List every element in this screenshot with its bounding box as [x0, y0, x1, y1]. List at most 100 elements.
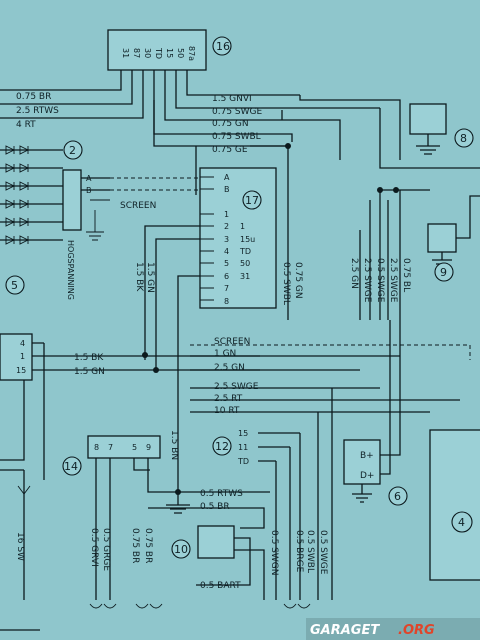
wire-label: 0.5 BART: [200, 581, 241, 591]
wire-label: 0.5 GRGE: [101, 528, 111, 571]
wire-label: 0.5 RTWS: [200, 489, 243, 499]
ground-symbol: [86, 199, 110, 241]
component-2-box: [62, 169, 82, 231]
component-10-circle: [171, 539, 191, 559]
wire-label: 1.5 GNVI: [212, 94, 252, 104]
connector-symbol: [17, 485, 31, 495]
pin-label: 87a: [187, 46, 196, 61]
wire-label: 2.5 RT: [214, 394, 243, 404]
ground-symbol: [432, 252, 452, 269]
wire-routing: [148, 507, 265, 529]
component-4-number: 4: [458, 516, 465, 529]
component-17-box: [199, 167, 277, 309]
wire-routing: [95, 458, 270, 600]
component-17-number: 17: [245, 194, 259, 207]
component-6-number: 6: [394, 490, 401, 503]
component-9-circle: [434, 262, 454, 282]
pin-label: 87: [132, 48, 141, 58]
component-14-number: 14: [64, 460, 78, 473]
ground-symbol: [416, 134, 440, 155]
screen-wire: [110, 177, 200, 191]
wire-label: 1.5 BK: [134, 262, 144, 292]
pin-label: 15: [16, 366, 26, 375]
component-3-box: [0, 333, 33, 381]
component-6-box: [343, 439, 381, 485]
pin-label: 1: [20, 352, 25, 361]
glow-plug-bank: [0, 145, 63, 245]
wire-label: 2.5 RTWS: [16, 106, 59, 116]
wire-label: 1 GN: [214, 349, 236, 359]
wire-label: 16 SW: [15, 532, 25, 561]
wire-routing: [275, 388, 333, 600]
pin-label: 5: [224, 259, 229, 268]
ground-symbol: [166, 430, 190, 514]
component-16-circle: [212, 36, 232, 56]
pin-label: 9: [146, 443, 151, 452]
pin-label: 15: [238, 429, 248, 438]
pin-label: 3: [224, 235, 229, 244]
wire-label: 0.75 GE: [212, 145, 248, 155]
wire-label: 0.75 BR: [16, 92, 51, 102]
pin-label: B: [224, 185, 230, 194]
pin-label: 15: [165, 48, 174, 58]
wire-routing: [456, 195, 480, 239]
wire-label: 10 RT: [214, 406, 240, 416]
wire-label: 0.5 BRGE: [294, 530, 304, 573]
wire-label: 0.5 GRVI: [89, 528, 99, 567]
screen-label: SCREEN: [120, 201, 156, 211]
pin-label: 4: [224, 247, 229, 256]
wire-label: 1.5 BK: [74, 353, 104, 363]
wire-label: 0.75 BR: [130, 528, 140, 563]
component-16-pins: 31 87 30 TD 15 50 87a: [121, 46, 196, 61]
component-2-circle: [63, 140, 83, 160]
pin-label: A: [224, 173, 230, 182]
component-4-box: [429, 429, 480, 581]
pin-label: 5: [132, 443, 137, 452]
wire-label: 0.5 SWGE: [375, 258, 385, 303]
wire-label: 0.75 BL: [401, 258, 411, 292]
pin-label: 6: [224, 272, 229, 281]
pin-label: D+: [360, 471, 374, 481]
wire-label: SCREEN: [214, 337, 250, 347]
pin-function: TD: [239, 247, 251, 256]
component-4-circle: [451, 511, 473, 533]
pin-label: 31: [121, 48, 130, 58]
pin-label: 2: [224, 222, 229, 231]
junction-dot: [285, 143, 291, 149]
wire-label: 2.5 SWGE: [362, 258, 372, 303]
wire-label: 4 RT: [16, 120, 36, 130]
component-12-number: 12: [215, 440, 229, 453]
pin-label: 4: [20, 339, 25, 348]
component-14-circle: [62, 456, 82, 476]
wire-label: 1.5 BN: [169, 430, 179, 460]
pin-label: 8: [224, 297, 229, 306]
wire-label: 0.75 GN: [293, 262, 303, 299]
watermark-right: .ORG: [398, 623, 435, 638]
wire-label: 0.5 BR: [200, 502, 230, 512]
wire-routing: [196, 537, 265, 600]
wire-label: 0.5 SWGN: [269, 530, 279, 576]
wire-label: 0.75 SWGE: [212, 107, 262, 117]
wire-label: 2.5 SWGE: [388, 258, 398, 303]
ground-symbol: [352, 484, 372, 503]
watermark: GARAGET .ORG: [306, 618, 480, 640]
component-8-box: [409, 103, 447, 135]
wire-routing: [258, 432, 300, 462]
pin-label: 50: [176, 48, 185, 58]
wire-label: 2.5 GN: [349, 258, 359, 289]
junction-dot: [142, 352, 148, 358]
component-6-circle: [388, 486, 408, 506]
bottom-connectors: [0, 603, 311, 631]
component-17-pins: A B 1 2 3 4 5 6 7 8 1 15u TD 50 31: [200, 173, 255, 306]
wire-label: 1.5 GN: [74, 367, 105, 377]
wire-label: 1.5 GN: [145, 262, 155, 293]
wire-routing: [144, 225, 200, 430]
component-9-number: 9: [440, 266, 447, 279]
component-12-circle: [212, 436, 232, 456]
pin-label: 7: [108, 443, 113, 452]
wire-routing: [379, 108, 480, 169]
component-14-box: [87, 435, 161, 459]
wire-routing: [190, 355, 460, 413]
pin-label: 30: [143, 48, 152, 58]
